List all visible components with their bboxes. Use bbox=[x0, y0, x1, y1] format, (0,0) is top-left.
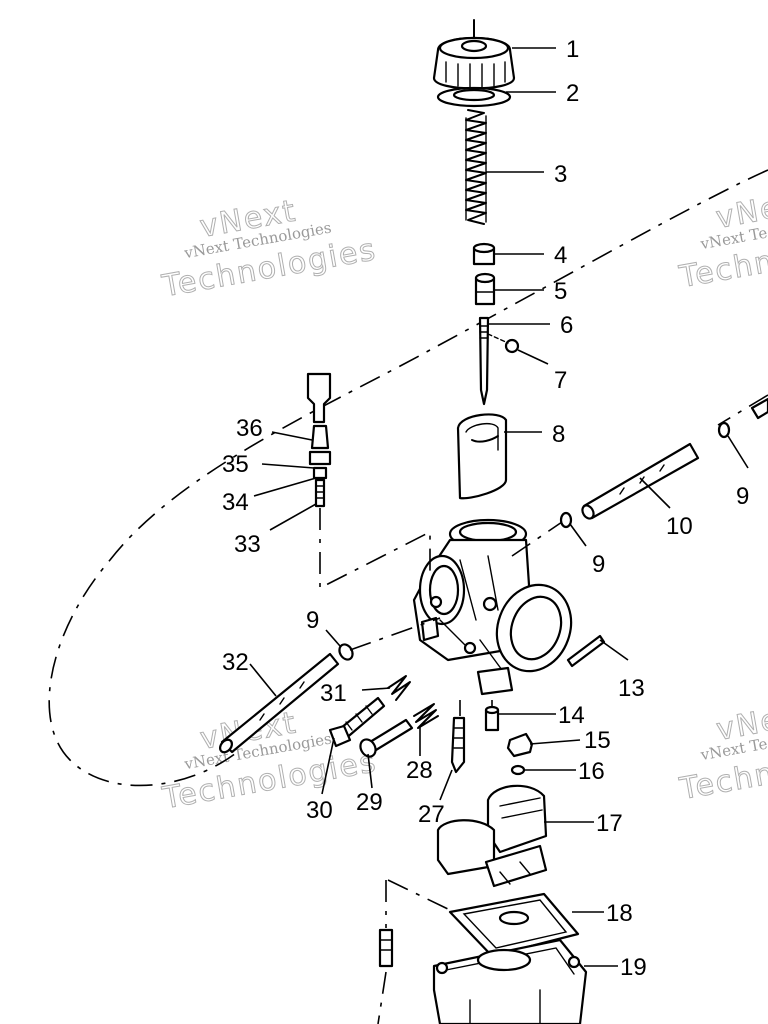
callout-13: 13 bbox=[618, 675, 645, 702]
idle-screw bbox=[359, 718, 414, 758]
callout-9-center: 9 bbox=[592, 551, 605, 578]
hose-clamp-right bbox=[717, 421, 731, 439]
callout-36: 36 bbox=[236, 415, 263, 442]
hex-nut bbox=[506, 732, 534, 758]
pilot-air-screw bbox=[328, 696, 386, 748]
leader-lines bbox=[249, 47, 749, 967]
callout-14: 14 bbox=[558, 702, 585, 729]
spring bbox=[465, 109, 487, 225]
washer bbox=[436, 86, 512, 108]
watermark-bottom-right: vNext vNext Technologies Technologies bbox=[676, 696, 768, 808]
vent-hose-end-right bbox=[750, 397, 768, 420]
top-cap bbox=[432, 19, 516, 90]
needle-holder bbox=[474, 272, 496, 306]
float-assembly bbox=[436, 784, 548, 888]
callout-17: 17 bbox=[596, 810, 623, 837]
small-spring-28 bbox=[413, 703, 439, 729]
callout-10: 10 bbox=[666, 513, 693, 540]
drain-hose bbox=[218, 652, 340, 754]
jet-needle bbox=[478, 316, 490, 406]
callout-2: 2 bbox=[566, 80, 579, 107]
assembly-path-right bbox=[717, 394, 768, 426]
vent-hose bbox=[581, 442, 700, 520]
throttle-slide bbox=[456, 413, 508, 500]
small-spring-31 bbox=[387, 675, 411, 701]
callout-8: 8 bbox=[552, 421, 565, 448]
callout-labels: 1 2 3 4 5 6 7 8 9 9 9 10 13 14 15 16 17 … bbox=[222, 36, 749, 981]
assembly-path-loop bbox=[48, 169, 768, 787]
callout-31: 31 bbox=[320, 680, 347, 707]
watermark-top-right: vNext vNext Technologies Technologies bbox=[676, 184, 768, 296]
float-bowl bbox=[432, 938, 588, 1024]
callout-3: 3 bbox=[554, 161, 567, 188]
callout-32: 32 bbox=[222, 649, 249, 676]
callout-18: 18 bbox=[606, 900, 633, 927]
callout-30: 30 bbox=[306, 797, 333, 824]
retainer bbox=[472, 242, 496, 266]
needle-jet bbox=[450, 716, 466, 774]
callout-9-left: 9 bbox=[306, 607, 319, 634]
callout-34: 34 bbox=[222, 489, 249, 516]
callout-1: 1 bbox=[566, 36, 579, 63]
callout-27: 27 bbox=[418, 801, 445, 828]
o-ring bbox=[510, 764, 526, 776]
callout-28: 28 bbox=[406, 757, 433, 784]
needle-clip bbox=[487, 333, 520, 354]
callout-4: 4 bbox=[554, 242, 567, 269]
callout-6: 6 bbox=[560, 312, 573, 339]
watermark-top-left: vNext vNext Technologies Technologies bbox=[159, 193, 380, 305]
callout-33: 33 bbox=[234, 531, 261, 558]
assembly-guides bbox=[319, 508, 563, 1024]
cable-adjuster bbox=[306, 372, 332, 508]
callout-15: 15 bbox=[584, 727, 611, 754]
callout-7: 7 bbox=[554, 367, 567, 394]
callout-29: 29 bbox=[356, 789, 383, 816]
callout-9-right: 9 bbox=[736, 483, 749, 510]
callout-5: 5 bbox=[554, 278, 567, 305]
float-bowl-gasket bbox=[448, 892, 580, 958]
bowl-screw bbox=[378, 928, 394, 968]
pin bbox=[566, 634, 606, 668]
callout-16: 16 bbox=[578, 758, 605, 785]
hose-clamp-center bbox=[559, 511, 573, 529]
main-jet bbox=[484, 705, 500, 732]
callout-19: 19 bbox=[620, 954, 647, 981]
callout-35: 35 bbox=[222, 451, 249, 478]
carburetor-body bbox=[412, 518, 573, 696]
